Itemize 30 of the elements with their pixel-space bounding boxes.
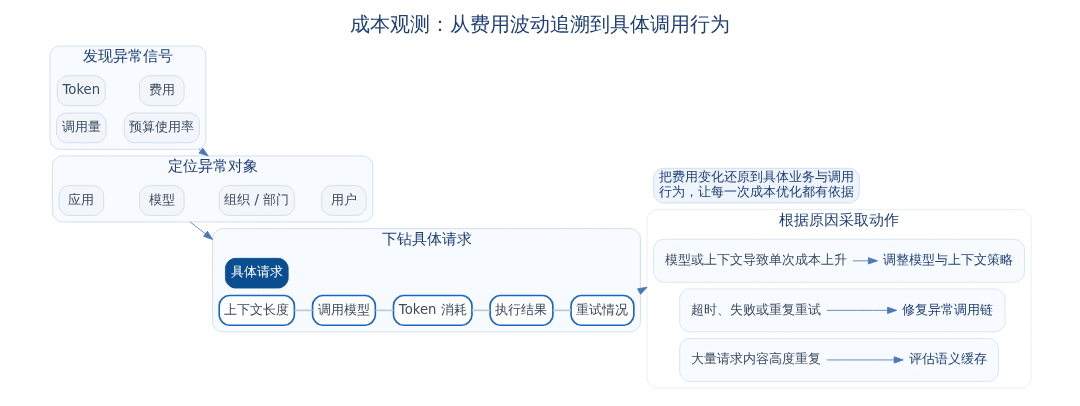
- cluster: [678, 288, 1005, 333]
- node-box: 上下文长度: [217, 294, 295, 327]
- node-text: 大量请求内容高度重复: [690, 351, 821, 367]
- node-text: 超时、失败或重复重试: [690, 301, 821, 317]
- node-box: 调用量: [55, 112, 106, 144]
- node-box: 把费用变化还原到具体业务与调用行为，让每一次成本优化都有依据: [652, 167, 860, 204]
- diagram-title: 成本观测：从费用波动追溯到具体调用行为: [350, 12, 730, 36]
- node-box: Token: [56, 75, 106, 106]
- node-box: 重试情况: [569, 294, 635, 327]
- arrow: [825, 306, 897, 314]
- node-box: 执行结果: [488, 294, 554, 327]
- node-box: 模型: [138, 185, 185, 216]
- node-text: 模型或上下文导致单次成本上升: [664, 251, 847, 267]
- arrow: [825, 356, 904, 364]
- connector: [551, 309, 572, 312]
- node-box: 费用: [138, 75, 185, 106]
- arrow: [852, 257, 878, 265]
- node-text: 修复异常调用链: [901, 301, 993, 317]
- cluster: [678, 338, 999, 382]
- node-box: 调用模型: [311, 294, 376, 327]
- node-text: 调整模型与上下文策略: [882, 251, 1013, 267]
- node-box: 用户: [320, 185, 367, 216]
- node-box: 应用: [58, 185, 104, 216]
- node-box: 预算使用率: [123, 112, 200, 144]
- node-box: 组织 / 部门: [218, 185, 295, 216]
- node-box: 具体请求: [224, 257, 289, 289]
- node-box: Token 消耗: [392, 294, 473, 327]
- cluster: [652, 238, 1025, 283]
- node-text: 评估语义缓存: [908, 351, 987, 367]
- arrow: [189, 221, 213, 240]
